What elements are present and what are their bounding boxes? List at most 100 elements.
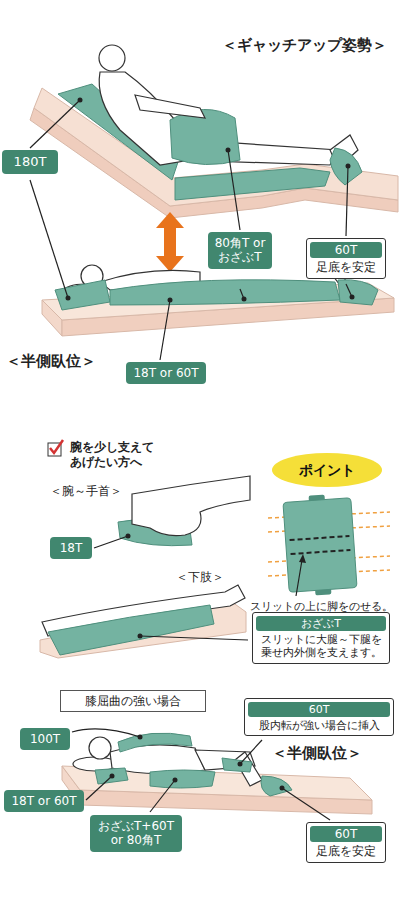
swap-arrow [156, 212, 184, 272]
cushion-card: おざぶTスリットに大腿～下腿を 乗せ内外側を支えます。 [252, 612, 390, 664]
leader-arrow [299, 554, 306, 563]
arm-figure [132, 476, 250, 536]
cushion-name: おざぶT [256, 616, 386, 631]
cushion-name: 60T [248, 702, 390, 717]
leader-dot [226, 148, 231, 153]
cushion [48, 605, 214, 655]
point-cushion [283, 498, 357, 593]
cushion-name: 膝屈曲の強い場合 [67, 694, 199, 708]
point-note: スリットの上に脚をのせる。 [250, 600, 396, 614]
leader-line [346, 166, 348, 236]
leader-arrow [296, 554, 306, 596]
cushion-name: 60T [310, 242, 382, 258]
leader-dot [78, 98, 83, 103]
leader-dot [66, 296, 71, 301]
check-icon [50, 440, 63, 453]
cushion-name: ポイント [299, 462, 355, 479]
leader-dot [242, 297, 247, 302]
person-figure [89, 737, 111, 759]
leader-line [126, 534, 131, 539]
cushion-name: 100T [25, 732, 65, 746]
leader-line [282, 788, 330, 820]
leader-line [72, 729, 140, 737]
bed-mattress [62, 766, 372, 800]
cushion [48, 605, 214, 655]
leader-dot [173, 778, 178, 783]
cushion-name: 180T [7, 154, 53, 170]
cushion [58, 84, 330, 200]
cushion-card: 60T足底を安定 [306, 822, 386, 863]
leader-line [86, 776, 112, 800]
leader-dot [168, 298, 173, 303]
leader-dot [138, 735, 143, 740]
leader-dot [110, 774, 115, 779]
cushion-tag: おざぶT+60T or 80角T [90, 815, 182, 852]
check-icon [48, 440, 63, 456]
cushion [95, 733, 292, 796]
cushion-name: 80角T or おざぶT [213, 236, 267, 265]
leader-arrow [296, 560, 302, 596]
case-box: 膝屈曲の強い場合 [60, 690, 206, 712]
person-arm [135, 95, 205, 118]
part-heading: ＜腕～手首＞ [50, 484, 134, 499]
person-arm [135, 95, 205, 118]
cushion [175, 168, 330, 200]
leader-dot [350, 295, 355, 300]
card-body: 股内転が強い場合に挿入 [245, 717, 393, 735]
cushion-tag: 18T or 60T [126, 362, 206, 384]
section-heading: ＜半側臥位＞ [6, 352, 116, 371]
cushion-name: 18T or 60T [131, 366, 201, 380]
swap-arrow [156, 212, 184, 272]
section-heading: ＜ギャッチアップ姿勢＞ [222, 36, 396, 55]
cushion-name: 18T or 60T [9, 794, 79, 808]
cushion-card: 60T足底を安定 [306, 238, 386, 279]
point-cushion [283, 493, 358, 597]
cushion-tag: 18T [50, 537, 92, 559]
cushion [170, 109, 362, 185]
leader-dot [346, 164, 351, 169]
cushion [330, 148, 362, 185]
leader-line [94, 536, 128, 548]
cushion [150, 770, 215, 788]
badge-ellipse [272, 453, 382, 487]
leader-line [138, 634, 249, 641]
cushion [261, 776, 292, 796]
point-badge: ポイント [272, 453, 382, 487]
leader-line [30, 100, 352, 360]
card-body: 足底を安定 [307, 258, 385, 277]
leader-line [30, 180, 68, 298]
leader-line [150, 780, 175, 812]
leader-line [138, 634, 143, 639]
leader-line [94, 534, 131, 549]
leader-line [160, 300, 170, 360]
cushion-tag: 18T or 60T [4, 790, 84, 812]
card-body: 足底を安定 [307, 842, 385, 861]
person-figure [99, 45, 358, 168]
card-body: スリットに大腿～下腿を 乗せ内外側を支えます。 [253, 631, 389, 662]
cushion [338, 280, 378, 305]
cushion [110, 280, 340, 305]
cushion-tag: 80角T or おざぶT [208, 232, 272, 269]
person-figure [99, 45, 125, 71]
point-cushion [291, 550, 351, 554]
leader-line [140, 636, 248, 640]
leader-dot [110, 735, 285, 791]
leader-dot [238, 762, 243, 767]
leader-line [30, 100, 80, 148]
leader-line [240, 740, 262, 764]
bed-mattress [62, 766, 372, 814]
leader-line [72, 729, 330, 820]
leader-line [228, 150, 240, 230]
leader-dot [280, 786, 285, 791]
arm-figure [132, 476, 250, 536]
cushion-tag: 180T [2, 150, 58, 174]
cushion-card: 60T股内転が強い場合に挿入 [244, 698, 394, 736]
cushion-name: 60T [310, 826, 382, 842]
part-heading: ＜下肢＞ [176, 570, 246, 585]
cushion-tag: 100T [20, 728, 70, 750]
cushion-name: 18T [55, 541, 87, 555]
cushion [118, 733, 192, 752]
point-cushion [290, 536, 350, 540]
cushion [222, 758, 252, 772]
